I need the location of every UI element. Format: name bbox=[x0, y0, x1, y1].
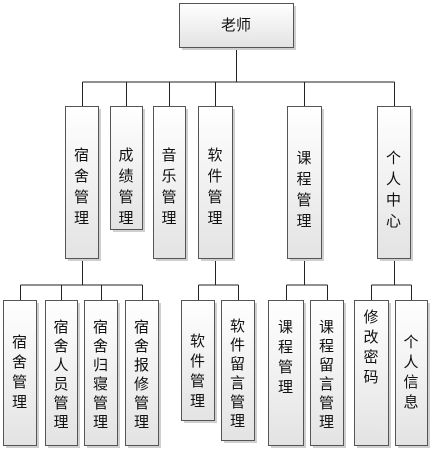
submodule-node-label: 课程留言管理 bbox=[319, 318, 334, 431]
submodule-node: 宿舍报修管理 bbox=[125, 300, 161, 448]
submodule-node-box bbox=[354, 300, 389, 446]
module-node: 个人中心 bbox=[377, 106, 413, 261]
module-node-label: 个人中心 bbox=[386, 149, 401, 230]
submodule-node: 宿舍人员管理 bbox=[45, 300, 80, 448]
submodule-node-label: 软件管理 bbox=[190, 332, 205, 410]
module-node-label: 音乐管理 bbox=[161, 146, 176, 227]
submodule-node-box bbox=[181, 300, 215, 421]
submodule-node-box bbox=[310, 300, 344, 446]
submodule-node: 软件管理 bbox=[181, 300, 217, 423]
submodule-node-label: 软件留言管理 bbox=[230, 317, 245, 430]
submodule-node-label: 修改密码 bbox=[363, 308, 378, 386]
root-node-box bbox=[179, 3, 294, 48]
submodule-node: 修改密码 bbox=[354, 300, 391, 448]
submodule-node-box bbox=[45, 300, 78, 446]
module-node: 软件管理 bbox=[198, 106, 235, 261]
submodule-node-label: 宿舍人员管理 bbox=[53, 318, 68, 431]
module-node: 成绩管理 bbox=[110, 106, 145, 232]
module-node-box bbox=[153, 106, 186, 259]
submodule-node-label: 课程管理 bbox=[278, 318, 293, 396]
submodule-node: 课程留言管理 bbox=[310, 300, 346, 448]
submodule-node: 个人信息 bbox=[395, 300, 430, 448]
submodule-node: 软件留言管理 bbox=[221, 300, 257, 443]
module-node-label: 课程管理 bbox=[296, 149, 311, 230]
submodule-node-box bbox=[268, 300, 304, 446]
submodule-node: 宿舍管理 bbox=[3, 300, 39, 448]
submodule-node-label: 宿舍归寝管理 bbox=[93, 318, 108, 431]
module-node-box bbox=[377, 106, 411, 259]
module-node: 音乐管理 bbox=[153, 106, 188, 261]
submodule-node-box bbox=[84, 300, 118, 446]
submodule-node-label: 个人信息 bbox=[403, 333, 418, 411]
submodule-node-label: 宿舍管理 bbox=[12, 333, 27, 411]
module-node-box bbox=[198, 106, 233, 259]
connector-lines bbox=[20, 47, 412, 300]
submodule-node-label: 宿舍报修管理 bbox=[134, 318, 149, 431]
module-node-label: 成绩管理 bbox=[118, 146, 133, 227]
module-node-label: 宿舍管理 bbox=[74, 146, 89, 227]
submodule-node: 课程管理 bbox=[268, 300, 306, 448]
root-node-label: 老师 bbox=[221, 16, 251, 34]
module-node-box bbox=[287, 106, 322, 259]
submodule-node-box bbox=[3, 300, 37, 446]
submodule-node: 宿舍归寝管理 bbox=[84, 300, 120, 448]
root-node: 老师 bbox=[179, 3, 296, 50]
diagram-nodes: 老师宿舍管理成绩管理音乐管理软件管理课程管理个人中心宿舍管理宿舍人员管理宿舍归寝… bbox=[3, 3, 430, 448]
module-node-label: 软件管理 bbox=[207, 146, 222, 227]
submodule-node-box bbox=[395, 300, 428, 446]
submodule-node-box bbox=[221, 300, 255, 441]
module-node-box bbox=[110, 106, 143, 230]
module-node: 课程管理 bbox=[287, 106, 324, 261]
module-node: 宿舍管理 bbox=[65, 106, 101, 261]
submodule-node-box bbox=[125, 300, 159, 446]
module-node-box bbox=[65, 106, 99, 259]
